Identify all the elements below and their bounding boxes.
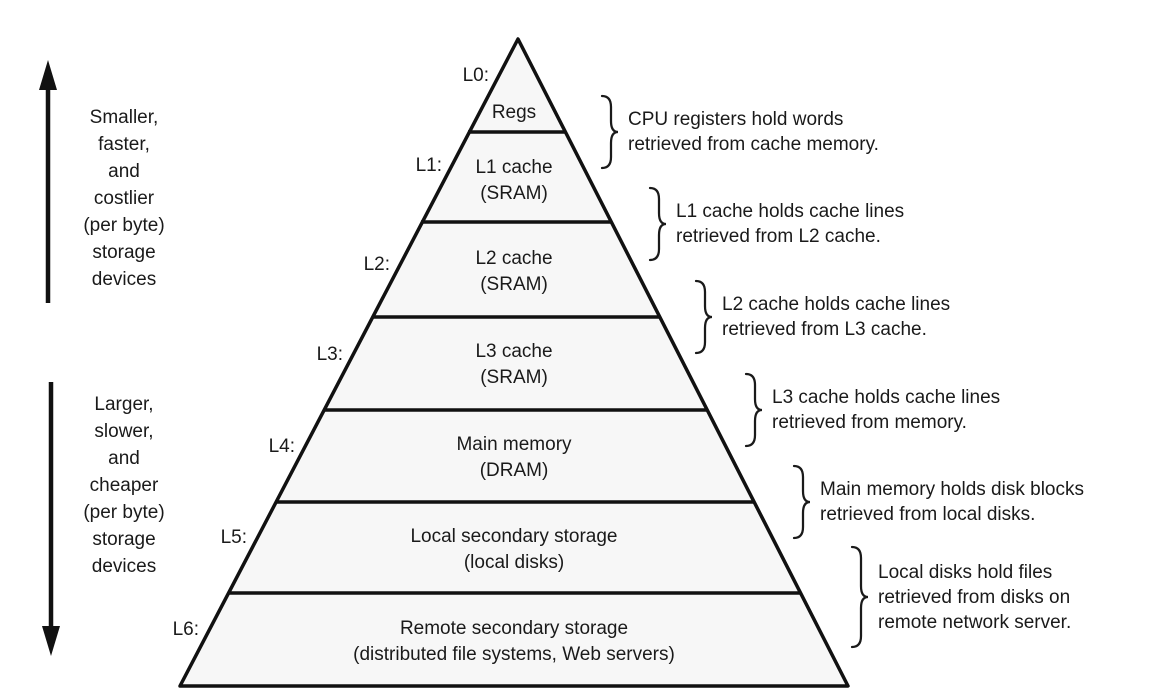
- brace-icon: [792, 464, 811, 540]
- level-text-l4: Main memory(DRAM): [456, 434, 572, 481]
- level-label-l5: L5:: [220, 527, 247, 548]
- brace-icon: [850, 545, 869, 649]
- level-text-l1: L1 cache(SRAM): [475, 157, 553, 204]
- level-label-l1: L1:: [415, 155, 442, 176]
- down-arrow-icon: [42, 382, 60, 656]
- level-label-l3: L3:: [316, 344, 343, 365]
- brace-icon: [694, 279, 713, 355]
- level-label-l2: L2:: [363, 254, 390, 275]
- brace-icon: [600, 94, 619, 170]
- brace-icon: [648, 186, 667, 262]
- level-label-l0: L0:: [462, 65, 489, 86]
- up-arrow-icon: [39, 60, 57, 303]
- level-text-l2: L2 cache(SRAM): [475, 248, 553, 295]
- brace-icon: [744, 372, 763, 448]
- level-label-l6: L6:: [172, 619, 199, 640]
- level-text-l3: L3 cache(SRAM): [475, 341, 553, 388]
- level-text-l5: Local secondary storage(local disks): [410, 526, 618, 573]
- pyramid-outline: [178, 37, 850, 688]
- level-text-l0: Regs: [491, 102, 537, 123]
- level-text-l6: Remote secondary storage(distributed fil…: [353, 618, 675, 665]
- level-label-l4: L4:: [268, 436, 295, 457]
